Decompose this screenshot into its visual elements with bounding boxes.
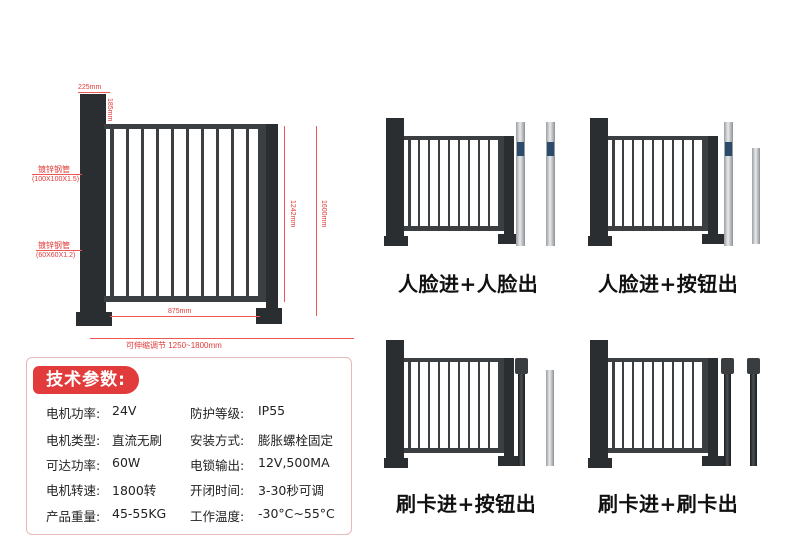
gate-variant-2 (588, 118, 780, 248)
gate-bar (662, 140, 664, 228)
inner-height-dim: 1242mm (289, 200, 296, 228)
gate-variant-1 (384, 118, 576, 248)
exit-button-post-icon (752, 148, 760, 244)
face-terminal-icon (516, 122, 525, 246)
spec-value: 3-30秒可调 (258, 483, 324, 498)
spec-label: 电机类型: (46, 433, 101, 448)
spec-label: 可达功率: (46, 458, 101, 473)
gate-bar (652, 140, 654, 228)
gate-variant-4 (588, 340, 780, 470)
pipe-large-size: (100X100X1.5) (32, 176, 80, 183)
gate-bar (478, 362, 480, 450)
gate-bar (622, 362, 624, 450)
main-post (80, 94, 106, 314)
gate-bar (231, 128, 234, 298)
gate-bar (171, 128, 174, 298)
gate-bar (692, 362, 694, 450)
variant-caption: 刷卡进+按钮出 (396, 492, 537, 516)
gate-bar (448, 140, 450, 228)
spec-label: 安装方式: (190, 433, 245, 448)
spec-value: 45-55KG (112, 506, 167, 521)
gate-bar (692, 140, 694, 228)
spec-label: 防护等级: (190, 406, 245, 421)
gate-bar (438, 362, 440, 450)
spec-value: -30°C~55°C (258, 506, 335, 521)
gate-bar (632, 140, 634, 228)
spec-value: 1800转 (112, 483, 157, 498)
gate-bar (186, 128, 189, 298)
gate-bar (682, 362, 684, 450)
gate-bar (458, 362, 460, 450)
spec-value: IP55 (258, 403, 286, 418)
spec-label: 产品重量: (46, 509, 101, 524)
spec-label: 电机转速: (46, 483, 101, 498)
gate-bar (201, 128, 204, 298)
gate-bar (682, 140, 684, 228)
pipe-small-size: (60X60X1.2) (36, 252, 76, 259)
gate-bar (156, 128, 159, 298)
top-width-dim: 225mm (78, 84, 102, 91)
gate-bar (428, 140, 430, 228)
gate-bar (141, 128, 144, 298)
card-reader-post-icon (747, 358, 760, 466)
total-height-dim: 1600mm (320, 200, 327, 228)
spec-value: 膨胀螺栓固定 (258, 433, 334, 448)
gate-dimension-drawing: 225mm 185mm 镀锌钢管 (100X100X1.5) 镀锌钢管 (60X… (0, 80, 360, 350)
variant-caption: 人脸进+按钮出 (598, 272, 739, 296)
gate-bar (246, 128, 249, 298)
adjustable-range: 可伸缩调节 1250~1800mm (126, 341, 222, 350)
spec-value: 12V,500MA (258, 455, 330, 470)
gate-bar (662, 362, 664, 450)
gate-bar (216, 128, 219, 298)
gate-bar (418, 140, 420, 228)
spec-label: 开闭时间: (190, 483, 245, 498)
gate-bar (458, 140, 460, 228)
gate-bar (672, 362, 674, 450)
spec-value: 60W (112, 455, 141, 470)
gate-bar (632, 362, 634, 450)
exit-button-post-icon (546, 370, 554, 466)
gate-bar (488, 362, 490, 450)
gate-bar (448, 362, 450, 450)
spec-title: 技术参数: (33, 366, 139, 394)
pipe-large-label: 镀锌钢管 (38, 165, 70, 174)
gate-bar (642, 362, 644, 450)
gate-bar (642, 140, 644, 228)
gate-variant-3 (384, 340, 576, 470)
face-terminal-icon (546, 122, 555, 246)
pipe-small-label: 镀锌钢管 (38, 241, 70, 250)
gate-width-dim: 875mm (168, 308, 192, 315)
gate-bar (478, 140, 480, 228)
gate-bar (418, 362, 420, 450)
spec-label: 电机功率: (46, 406, 101, 421)
gate-bar (468, 140, 470, 228)
spec-value: 24V (112, 403, 137, 418)
top-height-dim: 185mm (106, 98, 113, 122)
gate-bar (438, 140, 440, 228)
gate-bar (428, 362, 430, 450)
gate-bar (672, 140, 674, 228)
variant-caption: 刷卡进+刷卡出 (598, 492, 739, 516)
face-terminal-icon (724, 122, 733, 246)
spec-label: 电锁输出: (190, 458, 245, 473)
card-reader-post-icon (721, 358, 734, 466)
spec-value: 直流无刷 (112, 433, 163, 448)
main-post-base (76, 312, 112, 326)
gate-bar (652, 362, 654, 450)
gate-bar (622, 140, 624, 228)
card-reader-post-icon (515, 358, 528, 466)
gate-bar (468, 362, 470, 450)
spec-label: 工作温度: (190, 509, 245, 524)
variant-caption: 人脸进+人脸出 (398, 272, 539, 296)
gate-bar (126, 128, 129, 298)
gate-bar (488, 140, 490, 228)
